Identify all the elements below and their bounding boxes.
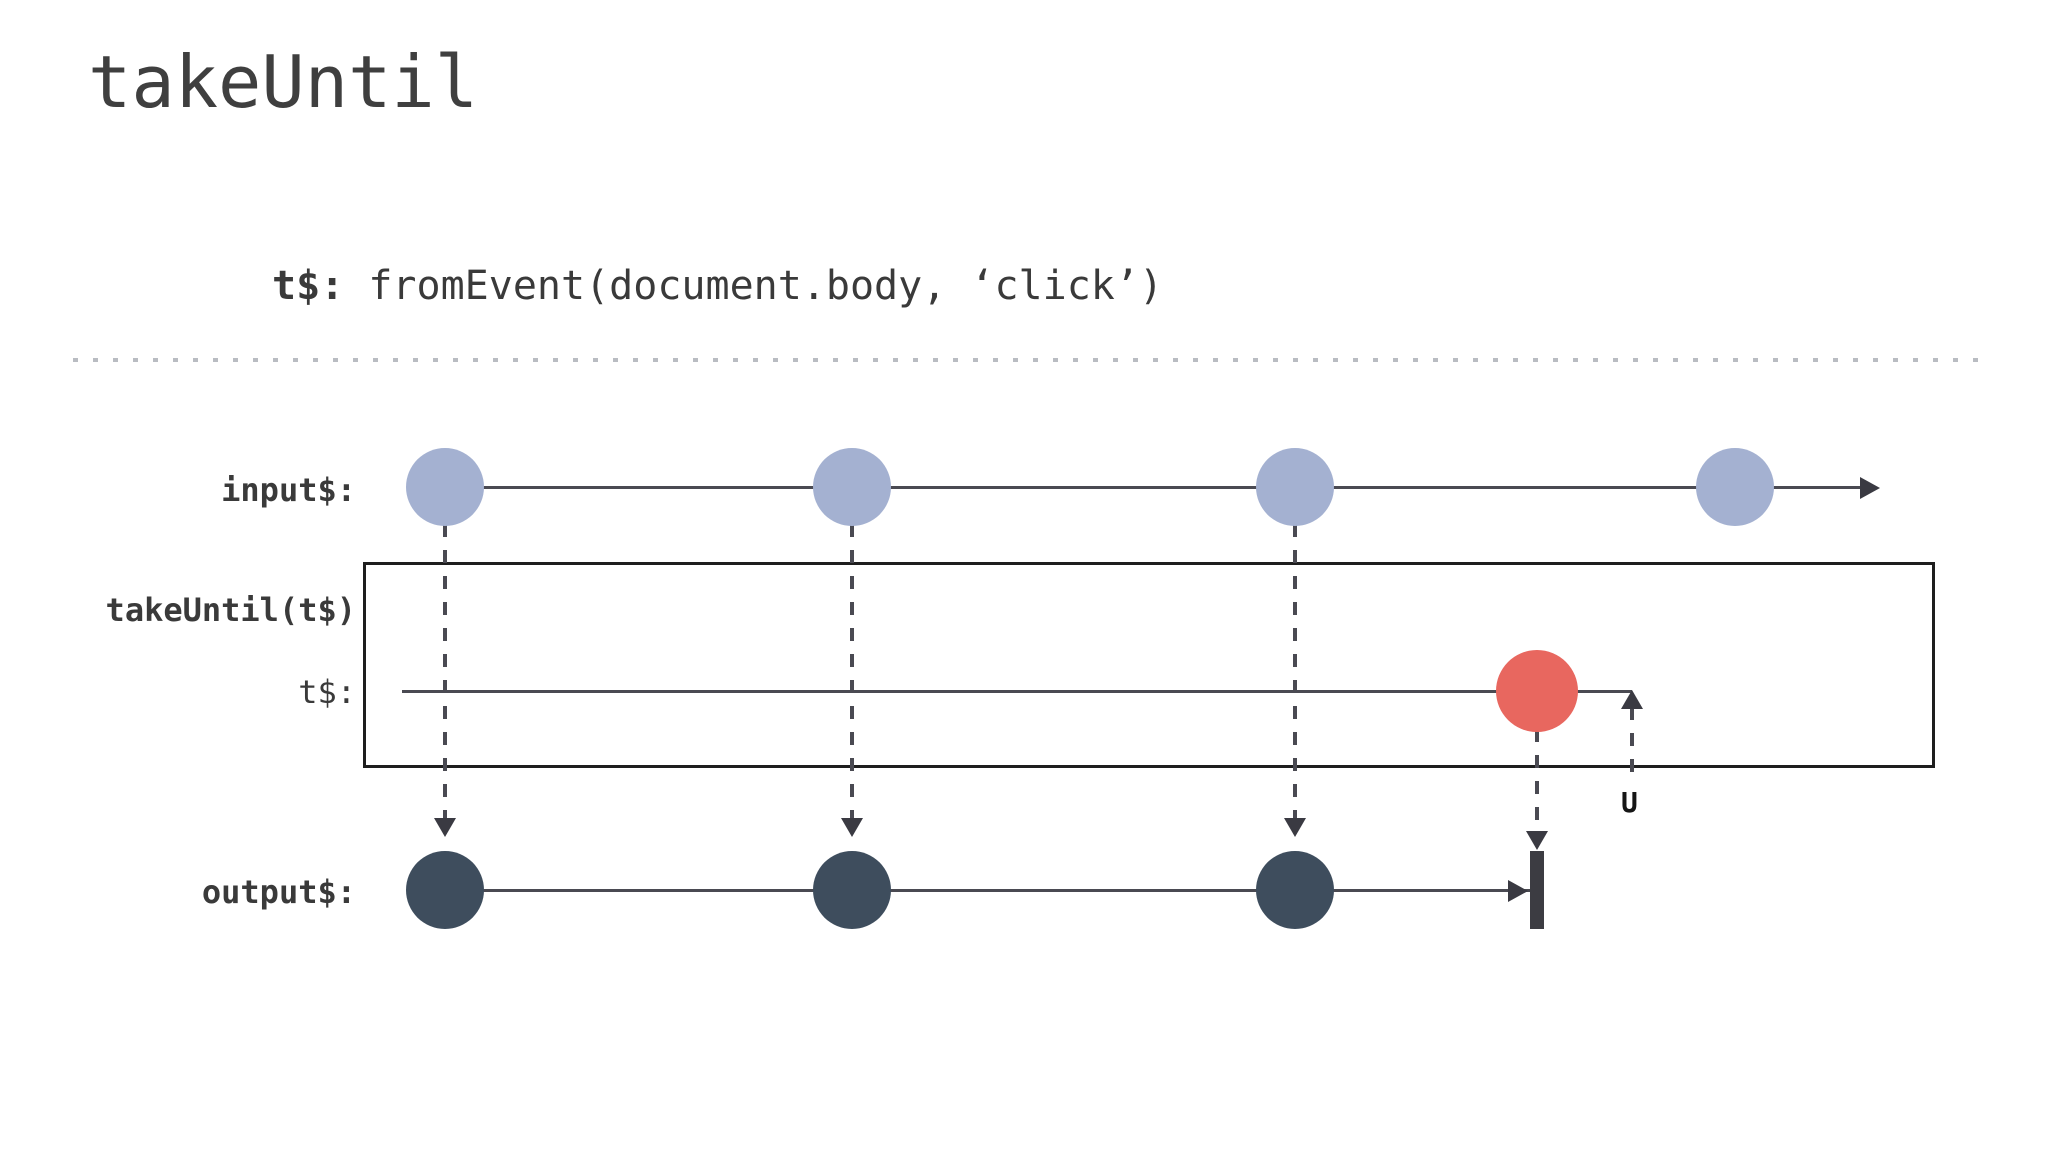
mapping-arrowhead-3 (1284, 818, 1306, 837)
u-annotation-arrowhead (1621, 690, 1643, 709)
mapping-connector-1 (443, 524, 447, 820)
input-timeline (445, 486, 1860, 489)
operator-label: takeUntil(t$) (105, 591, 356, 629)
output-stream-label: output$: (201, 873, 356, 911)
notifier-marble[interactable] (1496, 650, 1578, 732)
u-annotation-connector (1630, 707, 1634, 783)
u-annotation-label: U (1621, 786, 1638, 819)
input-marble[interactable] (1256, 448, 1334, 526)
input-marble[interactable] (813, 448, 891, 526)
input-timeline-arrow-icon (1860, 477, 1880, 499)
mapping-arrowhead-2 (841, 818, 863, 837)
output-marble[interactable] (406, 851, 484, 929)
dotted-divider (73, 358, 1978, 362)
code-stream-label: t$: (272, 263, 345, 309)
input-marble[interactable] (406, 448, 484, 526)
output-timeline (445, 889, 1538, 892)
output-complete-bar (1530, 851, 1544, 929)
input-marble[interactable] (1696, 448, 1774, 526)
notifier-stream-label: t$: (298, 673, 356, 711)
input-stream-label: input$: (221, 471, 356, 509)
completion-connector (1535, 729, 1539, 833)
operator-box (363, 562, 1935, 768)
mapping-connector-2 (850, 524, 854, 820)
mapping-connector-3 (1293, 524, 1297, 820)
code-expression: fromEvent(document.body, ‘click’) (344, 263, 1164, 309)
completion-arrowhead (1526, 831, 1548, 850)
notifier-timeline (402, 690, 1632, 693)
code-line: t$: fromEvent(document.body, ‘click’) (272, 262, 1163, 310)
output-marble[interactable] (813, 851, 891, 929)
output-marble[interactable] (1256, 851, 1334, 929)
output-timeline-arrow-icon (1508, 880, 1528, 902)
mapping-arrowhead-1 (434, 818, 456, 837)
page-title: takeUntil (88, 40, 479, 124)
